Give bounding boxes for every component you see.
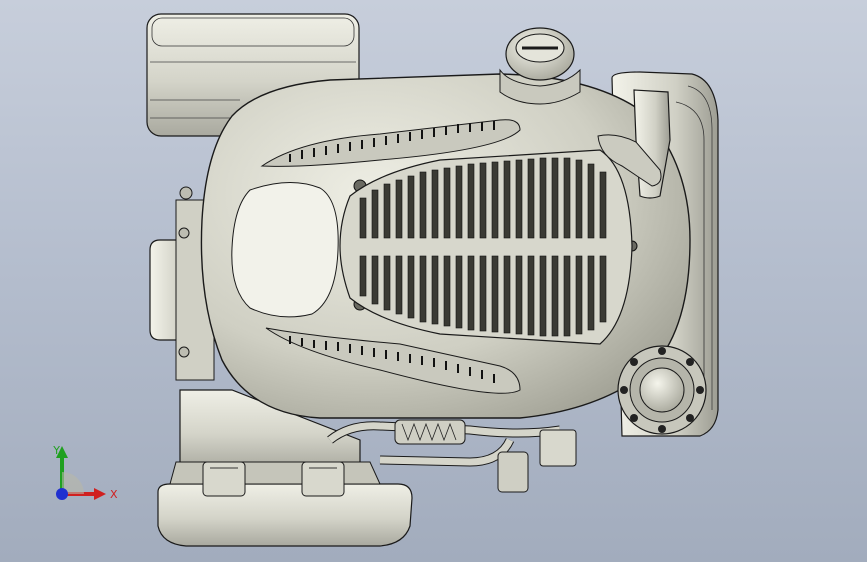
starter-handle[interactable] (597, 89, 671, 199)
exhaust-outlet[interactable] (617, 345, 707, 435)
z-axis-dot (56, 488, 68, 500)
fuel-line[interactable] (327, 419, 577, 493)
x-axis-label: X (110, 488, 118, 501)
oil-cap[interactable] (499, 27, 581, 105)
recoil-grille[interactable] (339, 149, 633, 345)
base-bracket[interactable] (157, 389, 413, 547)
triad-plane (62, 472, 84, 494)
coordinate-triad: Y X (52, 444, 118, 501)
y-axis-label: Y (52, 444, 60, 457)
